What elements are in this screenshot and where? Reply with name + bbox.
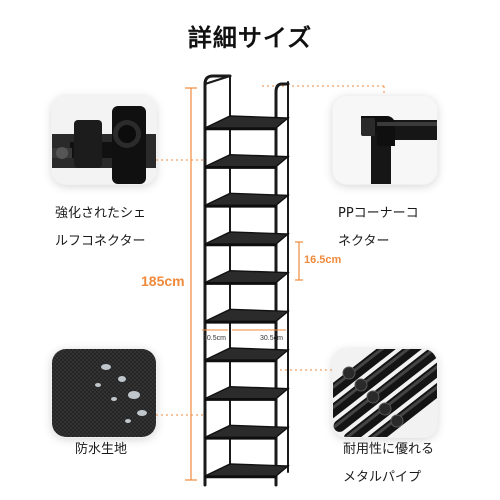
rack-shelf [204, 269, 290, 284]
corner-connector-caption: PPコーナーコ ネクター [338, 206, 419, 249]
rack-shelf [204, 463, 290, 477]
width-label: 30.5cm [260, 335, 283, 342]
rack-shelf [204, 115, 290, 129]
rack-shelf [204, 385, 290, 400]
shelf-connector-photo [52, 96, 156, 184]
rack-shelf [204, 192, 290, 207]
metal-pipe-photo [333, 349, 437, 437]
shelf-connector-caption: 強化されたシェ ルフコネクター [55, 206, 147, 249]
rack-shelf [204, 308, 290, 323]
rack-shelf [204, 424, 290, 439]
depth-label: 30.5cm [203, 335, 226, 342]
rack-shelves [204, 115, 290, 479]
height-label: 185cm [141, 273, 185, 289]
metal-pipe-caption: 耐用性に優れる メタルパイプ [343, 442, 435, 485]
page-title: 詳細サイズ [187, 23, 313, 52]
waterproof-fabric-photo [52, 349, 156, 437]
corner-connector-photo [333, 96, 437, 184]
rack-shelf [204, 153, 290, 168]
shelf-spacing-label: 16.5cm [304, 254, 342, 266]
waterproof-fabric-caption: 防水生地 [75, 442, 128, 457]
rack-shelf [204, 231, 290, 245]
rack-shelf [204, 347, 290, 361]
